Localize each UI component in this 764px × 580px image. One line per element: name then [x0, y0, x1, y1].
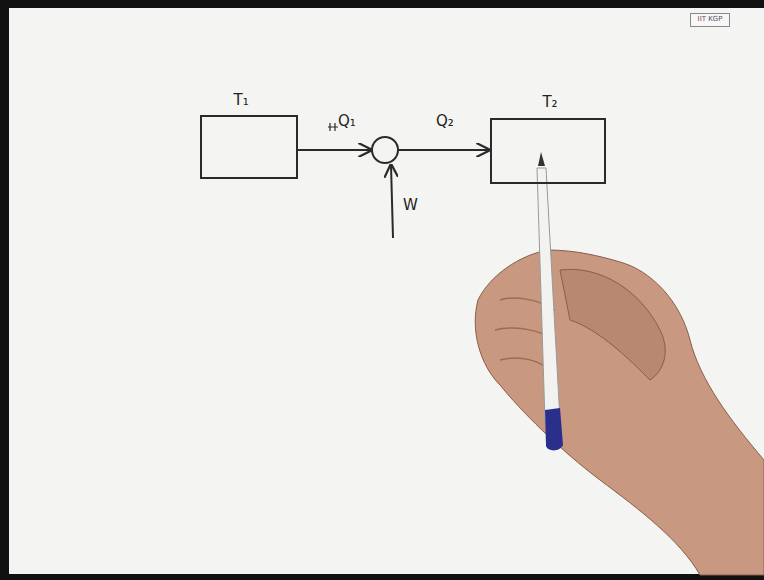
engine-circle — [372, 137, 398, 163]
temperature-label: T₁ — [234, 91, 249, 109]
logo-text: IIT KGP — [690, 13, 730, 27]
quantity-label: W — [403, 196, 418, 214]
quantity-label: Q₁ — [338, 112, 356, 130]
quantity-label: Q₂ — [436, 112, 454, 130]
whiteboard — [9, 8, 764, 574]
reservoir-box: T₁ — [200, 115, 298, 179]
scribble — [328, 123, 338, 131]
heat-arrow — [398, 149, 489, 151]
temperature-label: T₂ — [542, 93, 557, 111]
hand-with-pen — [475, 152, 764, 575]
heat-arrow — [297, 149, 371, 151]
reservoir-box: T₂ — [490, 118, 606, 184]
work-arrow — [391, 165, 393, 238]
